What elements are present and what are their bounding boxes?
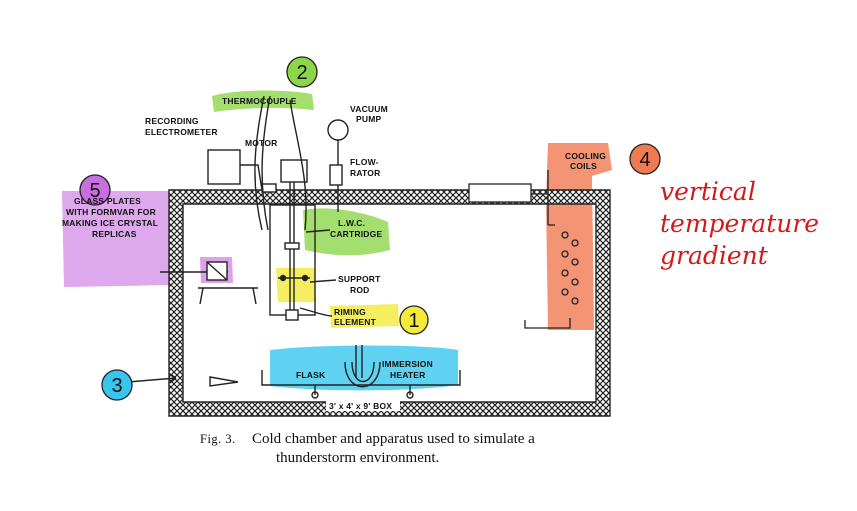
- vacuum-pump-circle: [327, 119, 349, 141]
- label-glass-3: MAKING ICE CRYSTAL: [62, 218, 158, 228]
- caption-fig: Fig. 3.: [200, 432, 236, 446]
- caption: Fig. 3. Cold chamber and apparatus used …: [200, 431, 535, 466]
- electrometer-box: [207, 149, 241, 185]
- marker-3-text: 3: [111, 375, 122, 397]
- marker-1-text: 1: [408, 310, 419, 332]
- flask-heater: [261, 345, 461, 399]
- label-immersion: IMMERSION: [382, 359, 433, 369]
- label-motor: MOTOR: [245, 138, 277, 148]
- caption-line-2: thunderstorm environment.: [276, 450, 439, 466]
- label-heater: HEATER: [390, 370, 426, 380]
- arrows: [127, 373, 239, 387]
- label-flow: FLOW-: [350, 157, 379, 167]
- marker-2: [286, 56, 318, 88]
- blue-highlight-flask: [270, 345, 458, 391]
- label-glass-2: WITH FORMVAR FOR: [66, 207, 156, 217]
- markers: 1 2 3 4 5: [79, 56, 661, 401]
- marker-2-text: 2: [296, 62, 307, 84]
- cooling-coils: [524, 170, 579, 329]
- label-support: SUPPORT: [338, 274, 381, 284]
- label-glass-4: REPLICAS: [92, 229, 137, 239]
- label-element: ELEMENT: [334, 317, 377, 327]
- label-lwc: L.W.C.: [338, 218, 365, 228]
- yellow-highlight-riming: [276, 268, 316, 302]
- annotation-line-2: temperature: [660, 209, 819, 238]
- flowrator-box: [329, 164, 343, 186]
- label-recording: RECORDING: [145, 116, 199, 126]
- caption-line-1: Cold chamber and apparatus used to simul…: [252, 431, 535, 447]
- marker-3: [101, 369, 133, 401]
- instruments: [207, 95, 349, 321]
- marker-4-text: 4: [639, 149, 650, 171]
- annotation-line-1: vertical: [660, 177, 756, 206]
- marker-5: [79, 174, 111, 206]
- label-flask: FLASK: [296, 370, 326, 380]
- label-riming: RIMING: [334, 307, 366, 317]
- chamber-wall: [168, 189, 611, 417]
- label-rod: ROD: [350, 285, 370, 295]
- marker-1: [399, 305, 429, 335]
- label-vacuum: VACUUM: [350, 104, 388, 114]
- marker-5-text: 5: [89, 180, 100, 202]
- label-cartridge: CARTRIDGE: [330, 229, 382, 239]
- yellow-highlight-riming-label: [330, 304, 399, 328]
- arrow-3: [127, 377, 177, 383]
- label-pump: PUMP: [356, 114, 381, 124]
- interior-arrow: [209, 376, 239, 387]
- label-cooling: COOLING: [565, 151, 606, 161]
- label-electrometer: ELECTROMETER: [145, 127, 218, 137]
- label-glass-1: GLASS PLATES: [74, 196, 141, 206]
- marker-4: [629, 143, 661, 175]
- label-box: 3' x 4' x 9' BOX: [329, 401, 392, 411]
- glass-plate-stand: [160, 261, 258, 305]
- handwritten-annotation: vertical temperature gradient: [660, 177, 819, 270]
- label-rator: RATOR: [350, 168, 380, 178]
- annotation-line-3: gradient: [660, 241, 769, 270]
- duct: [468, 183, 532, 203]
- label-coils: COILS: [570, 161, 597, 171]
- labels: RECORDING ELECTROMETER THERMOCOUPLE MOTO…: [62, 96, 606, 411]
- label-thermocouple: THERMOCOUPLE: [222, 96, 297, 106]
- purple-highlight-glass-plates: [62, 191, 172, 287]
- chamber: [168, 183, 611, 417]
- green-highlight-cartridge: [303, 208, 390, 256]
